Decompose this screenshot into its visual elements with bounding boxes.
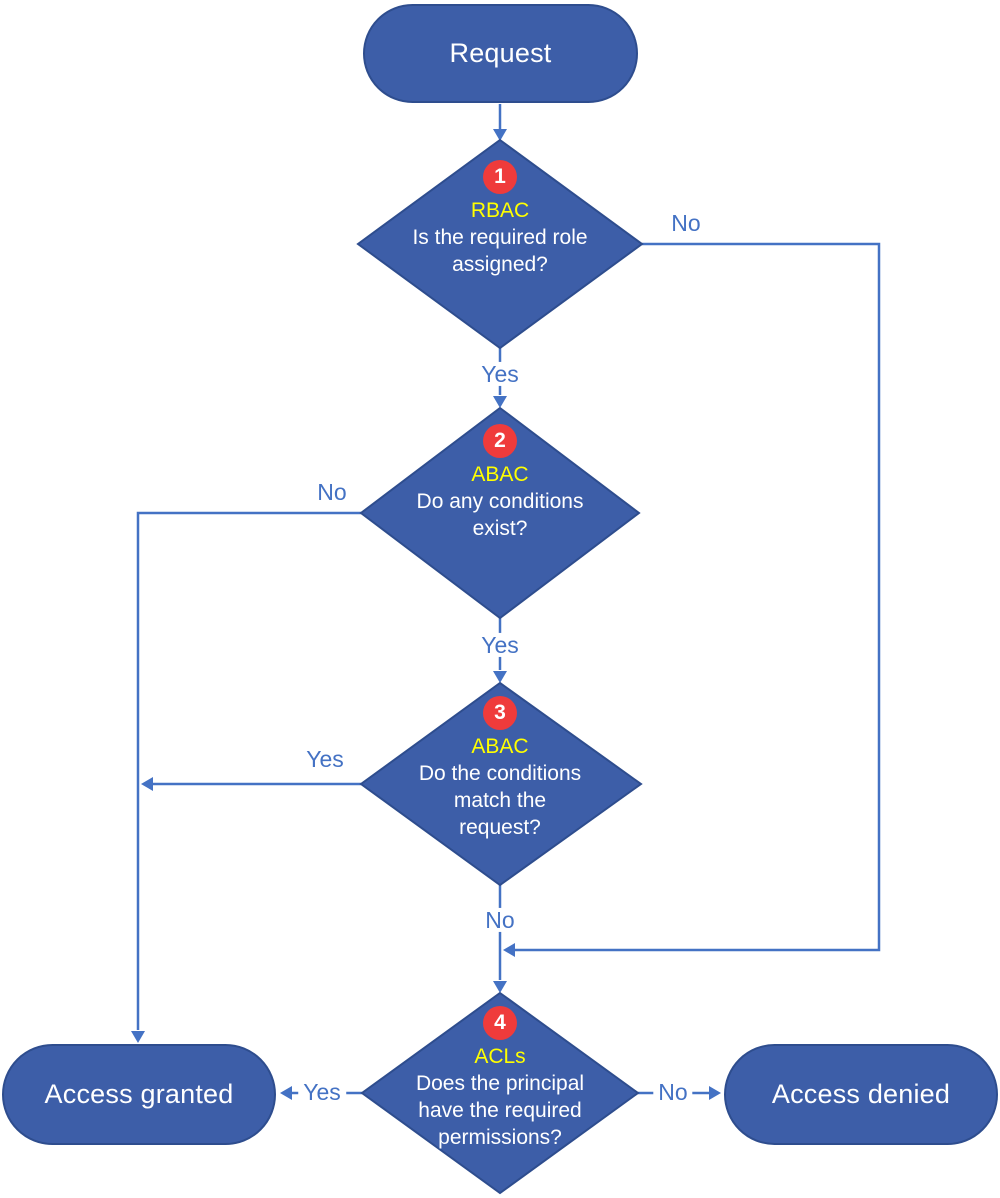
decision-3-diamond [359,681,643,887]
edge-label-d2-no: No [312,480,352,504]
start-node-label: Request [449,38,552,68]
edge-label-d3-no: No [480,908,520,932]
access-denied-label: Access denied [771,1079,951,1109]
connector-d2-no [136,511,361,1030]
edge-label-d1-no: No [666,211,706,235]
arrowhead-into-denied [709,1086,721,1100]
decision-1-diamond [356,138,644,350]
access-granted-label: Access granted [44,1079,234,1109]
outcome-access-denied: Access denied [724,1044,998,1145]
arrowhead-into-d3 [493,671,507,683]
arrowhead-into-d4 [493,981,507,993]
connector-d1-no [515,242,881,952]
edge-label-d4-yes: Yes [298,1080,346,1104]
arrowhead-d3-yes-merge [141,777,153,791]
edge-label-d2-yes: Yes [476,633,524,657]
edge-label-d4-no: No [653,1080,693,1104]
edge-label-d3-yes: Yes [301,747,349,771]
arrowhead-into-granted-right [280,1086,292,1100]
decision-2-diamond [359,406,641,620]
edge-label-d1-yes: Yes [476,362,524,386]
arrowhead-into-granted [131,1031,145,1043]
arrowhead-into-d2 [493,396,507,408]
outcome-access-granted: Access granted [2,1044,276,1145]
arrowhead-into-d1 [493,129,507,141]
decision-4-diamond [360,991,640,1195]
arrowhead-d1-no-junction [503,943,515,957]
start-node: Request [363,4,638,103]
